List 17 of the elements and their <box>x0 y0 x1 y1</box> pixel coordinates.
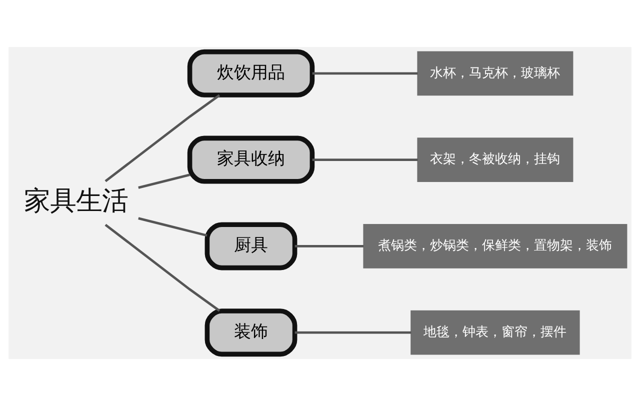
connector <box>104 223 220 312</box>
node-box: 装饰 <box>204 308 298 356</box>
node-box: 厨具 <box>204 222 298 270</box>
connector <box>312 72 418 74</box>
node-box: 水杯，马克杯，玻璃杯 <box>417 50 574 96</box>
connector <box>138 216 208 236</box>
node-box: 家具收纳 <box>187 135 315 184</box>
connector <box>138 173 190 188</box>
connector <box>312 158 418 160</box>
node-box: 地毯，钟表，窗帘，摆件 <box>410 310 580 354</box>
connector <box>294 244 364 247</box>
connector <box>104 94 220 182</box>
node-box: 煮锅类，炒锅类，保鲜类，置物架，装饰 <box>363 224 628 268</box>
node-box: 炊饮用品 <box>187 48 315 97</box>
node-text: 家具生活 <box>24 185 128 216</box>
node-box: 衣架，冬被收纳，挂钩 <box>417 137 574 182</box>
connector <box>294 330 412 334</box>
